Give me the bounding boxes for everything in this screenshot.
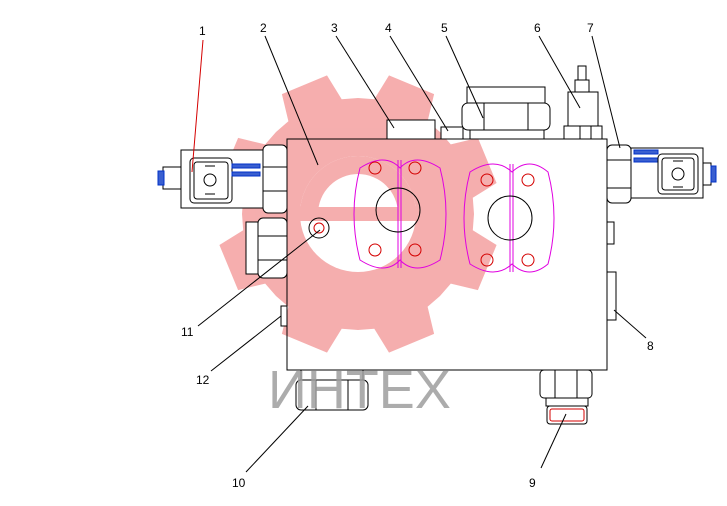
callout-5: 5 [441, 21, 448, 35]
callout-8: 8 [647, 339, 654, 353]
right-solenoid-7 [606, 144, 717, 204]
callout-10: 10 [232, 476, 246, 490]
gear-bar [300, 207, 420, 221]
watermark-text: ИНТЕХ [268, 360, 451, 420]
callout-1: 1 [199, 24, 206, 38]
top-plug-3 [386, 119, 436, 140]
callout-6: 6 [534, 21, 541, 35]
left-flange [353, 159, 447, 269]
pressure-sensor-6 [563, 65, 603, 140]
right-plug-8 [606, 271, 617, 321]
bottom-fitting-10 [295, 369, 369, 411]
callout-7: 7 [587, 21, 594, 35]
callout-3: 3 [331, 21, 338, 35]
bottom-fitting-9 [539, 369, 593, 425]
callout-12: 12 [196, 373, 210, 387]
left-fitting-11 [245, 217, 330, 279]
callout-2: 2 [260, 21, 267, 35]
callout-9: 9 [529, 476, 536, 490]
callout-4: 4 [385, 21, 392, 35]
top-nut-5 [461, 86, 551, 140]
right-plug-upper [606, 221, 615, 245]
left-plug-12 [280, 305, 288, 327]
left-solenoid-1 [157, 144, 288, 214]
callout-11: 11 [181, 325, 194, 339]
right-flange [463, 163, 555, 273]
leader-lines [191, 35, 647, 473]
watermark-gear-logo [219, 75, 497, 353]
gear-swoosh [300, 156, 416, 214]
top-plug-4 [440, 126, 464, 140]
callout-labels: 1 2 3 4 5 6 7 8 9 10 11 12 [181, 21, 654, 490]
